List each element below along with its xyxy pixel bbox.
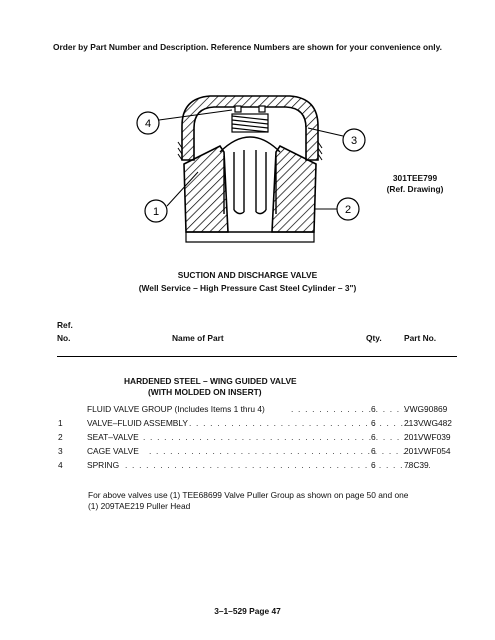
section-heading: HARDENED STEEL – WING GUIDED VALVE (WITH… <box>124 376 297 398</box>
section-heading-line1: HARDENED STEEL – WING GUIDED VALVE <box>124 376 297 386</box>
header-qty: Qty. <box>366 333 382 343</box>
drawing-caption-subtitle: (Well Service – High Pressure Cast Steel… <box>138 283 357 293</box>
callout-2-icon: 2 <box>314 197 360 221</box>
reference-drawing-id: 301TEE799 <box>392 173 438 183</box>
row-leader-dots: . . . . . . . . . . . . . . . . . . . . … <box>189 418 440 428</box>
row-leader-dots: . . . . . . . . . . . . . . . . . . . . … <box>143 432 436 442</box>
callout-3-icon: 3 <box>307 127 366 152</box>
parts-row: 4 SPRING . . . . . . . . . . . . . . . .… <box>57 460 477 473</box>
valve-cross-section-drawing: 4 3 1 2 <box>136 95 366 243</box>
row-part-no: 78C39 <box>404 460 429 470</box>
parts-row: 2 SEAT–VALVE . . . . . . . . . . . . . .… <box>57 432 477 445</box>
section-heading-line2: (WITH MOLDED ON INSERT) <box>148 387 262 397</box>
row-leader-dots: . . . . . . . . . . . . . . . . . . . . … <box>125 460 432 470</box>
row-part-no: 201VWF054 <box>404 446 451 456</box>
parts-row: FLUID VALVE GROUP (Includes Items 1 thru… <box>57 404 477 417</box>
row-name: SEAT–VALVE <box>87 432 139 442</box>
usage-note-line2: (1) 209TAE219 Puller Head <box>88 501 191 511</box>
header-name-of-part: Name of Part <box>172 333 224 343</box>
svg-text:2: 2 <box>345 204 351 216</box>
callout-1-icon: 1 <box>144 171 199 223</box>
seat <box>183 144 317 243</box>
row-qty: 6 <box>371 404 376 414</box>
svg-text:1: 1 <box>153 206 159 218</box>
row-ref: 4 <box>58 460 63 470</box>
row-part-no: VWG90869 <box>404 404 448 414</box>
row-name: FLUID VALVE GROUP (Includes Items 1 thru… <box>87 404 265 414</box>
spring <box>231 105 269 133</box>
header-ref-line1: Ref. <box>57 320 73 330</box>
reference-drawing-note: (Ref. Drawing) <box>386 184 444 194</box>
order-notice: Order by Part Number and Description. Re… <box>53 42 442 52</box>
row-name: CAGE VALVE <box>87 446 139 456</box>
row-ref: 2 <box>58 432 63 442</box>
row-qty: 6 <box>371 418 376 428</box>
row-qty: 6 <box>371 460 376 470</box>
row-name: SPRING <box>87 460 120 470</box>
parts-row: 1 VALVE–FLUID ASSEMBLY . . . . . . . . .… <box>57 418 477 431</box>
usage-note: For above valves use (1) TEE68699 Valve … <box>88 490 448 512</box>
row-leader-dots: . . . . . . . . . . . . . . . . . . . . … <box>149 446 435 456</box>
row-ref: 1 <box>58 418 63 428</box>
header-divider <box>57 356 457 357</box>
usage-note-line1: For above valves use (1) TEE68699 Valve … <box>88 490 409 500</box>
row-qty: 6 <box>371 432 376 442</box>
row-leader-dots: . . . . . . . . . . . . . . . . . . . . <box>291 404 429 414</box>
row-part-no: 201VWF039 <box>404 432 451 442</box>
header-ref-line2: No. <box>57 333 71 343</box>
valve-body <box>219 136 281 215</box>
page-footer: 3–1–529 Page 47 <box>214 606 281 616</box>
reference-drawing-label: 301TEE799 (Ref. Drawing) <box>380 173 450 195</box>
row-name: VALVE–FLUID ASSEMBLY <box>87 418 189 428</box>
svg-text:3: 3 <box>351 135 357 147</box>
header-part-no: Part No. <box>404 333 437 343</box>
parts-row: 3 CAGE VALVE . . . . . . . . . . . . . .… <box>57 446 477 459</box>
row-part-no: 213VWG482 <box>404 418 452 428</box>
drawing-caption-title: SUCTION AND DISCHARGE VALVE <box>177 270 318 280</box>
row-qty: 6 <box>371 446 376 456</box>
row-ref: 3 <box>58 446 63 456</box>
callout-4-icon: 4 <box>136 109 233 135</box>
svg-text:4: 4 <box>145 118 151 130</box>
